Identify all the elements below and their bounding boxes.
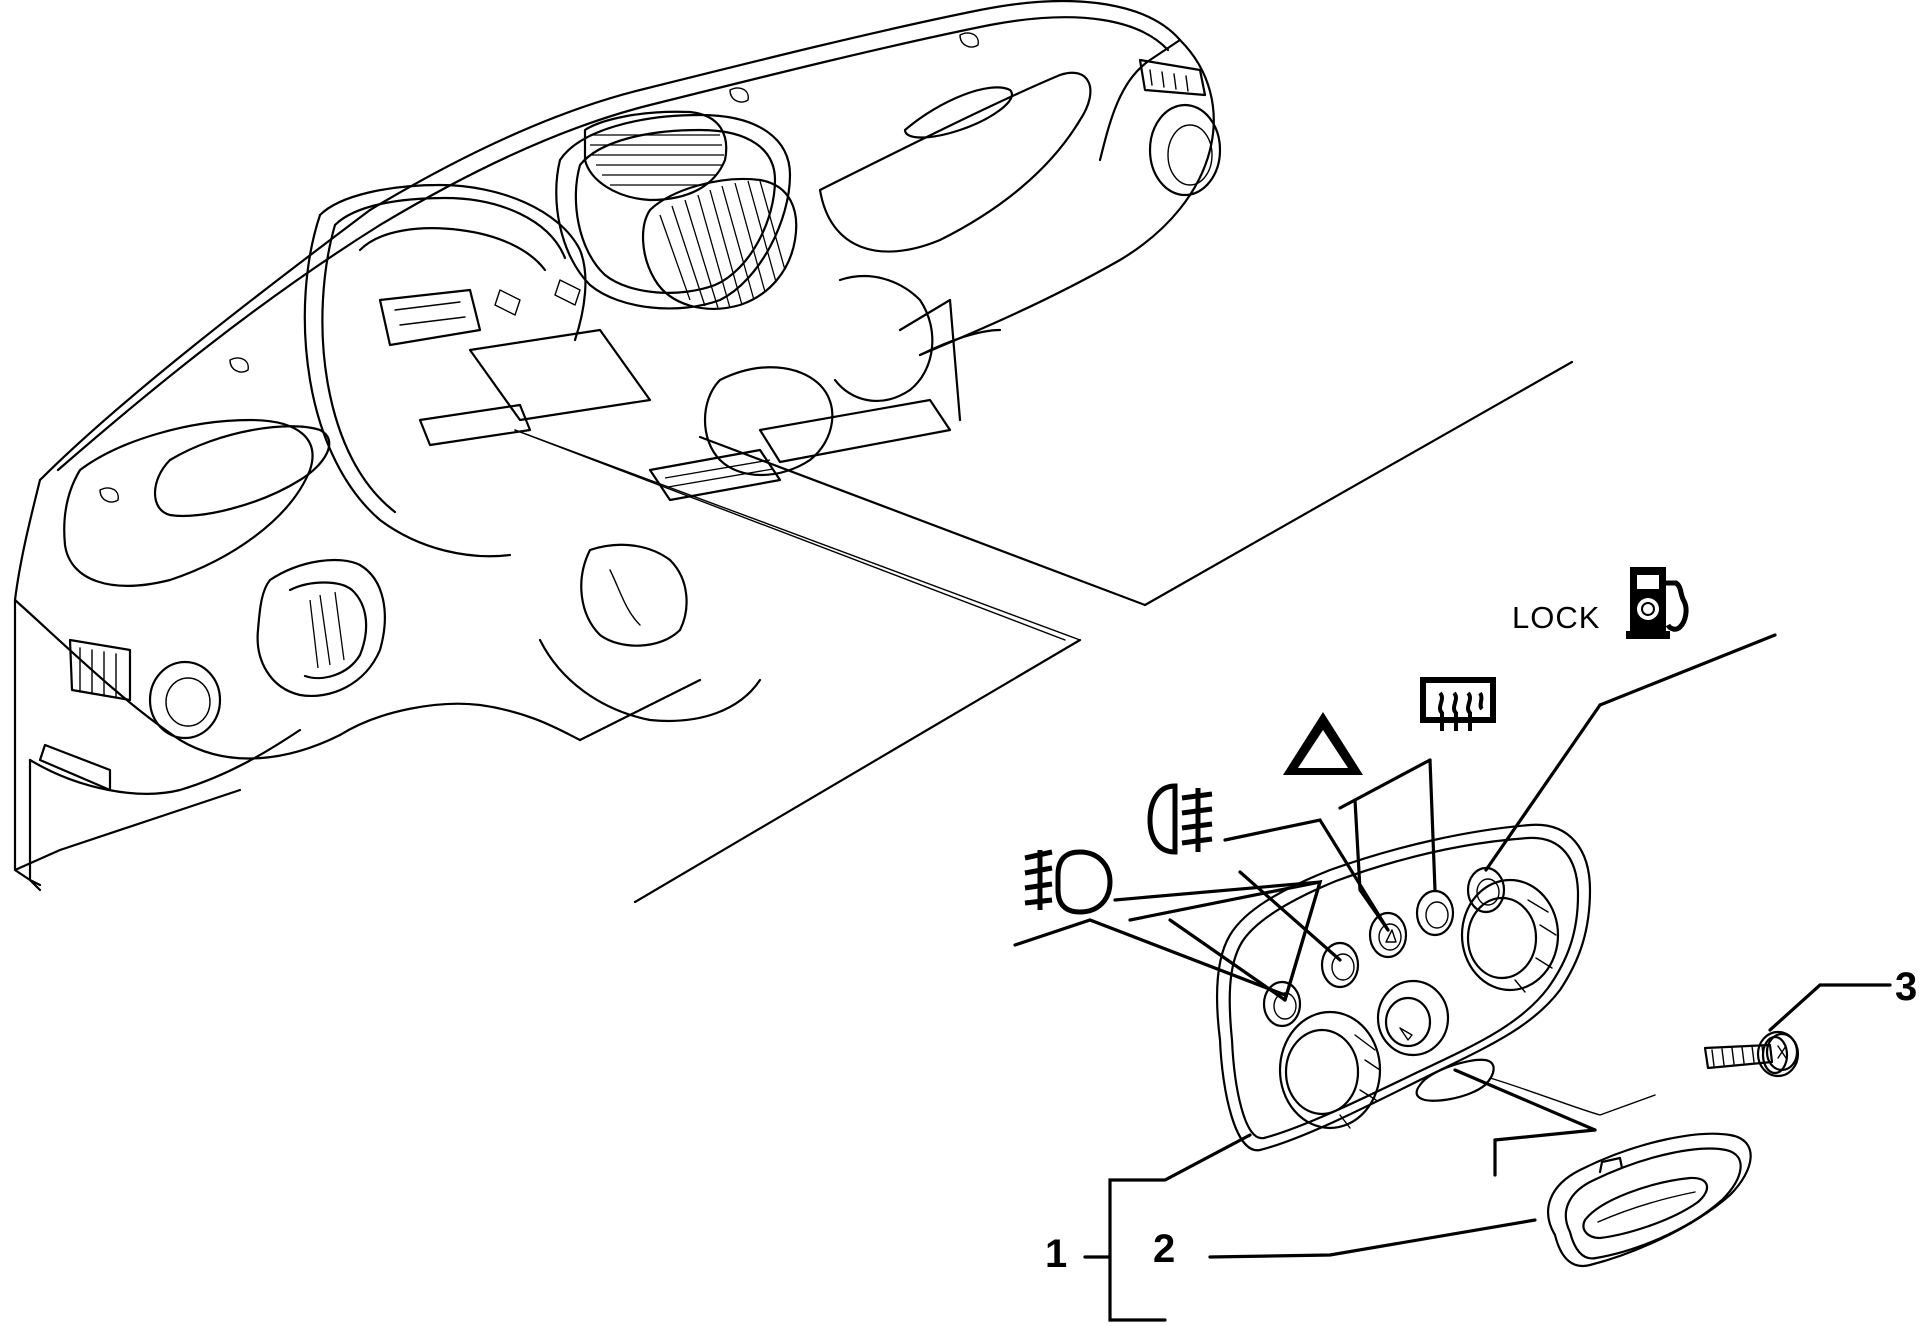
callout-1: 1 <box>1045 1232 1067 1276</box>
bezel-part <box>1453 1068 1752 1268</box>
dashboard-assembly <box>13 0 1222 892</box>
lock-label: LOCK <box>1512 600 1600 635</box>
screw-part <box>1703 983 1892 1078</box>
rear-defroster-icon <box>1420 677 1496 731</box>
defroster-button-icon <box>1415 889 1455 937</box>
center-vent-grille-icon <box>641 178 798 310</box>
fuel-lock-button-icon <box>1466 866 1506 914</box>
front-fog-light-icon <box>1147 783 1213 855</box>
projection-lines <box>514 360 1574 904</box>
callout-2: 2 <box>1153 1227 1175 1271</box>
hazard-button-icon <box>1368 911 1408 959</box>
switch-panel <box>1215 823 1592 1152</box>
callout-3: 3 <box>1895 965 1917 1009</box>
fuel-lock-icon <box>1626 567 1689 639</box>
rear-fog-button-icon <box>1262 980 1302 1028</box>
rear-fog-light-icon <box>1024 849 1113 915</box>
callout-brackets <box>1083 1133 1537 1322</box>
front-fog-button-icon <box>1320 941 1360 989</box>
symbol-leaders <box>1013 633 1777 1002</box>
hazard-warning-icon <box>1283 712 1363 775</box>
